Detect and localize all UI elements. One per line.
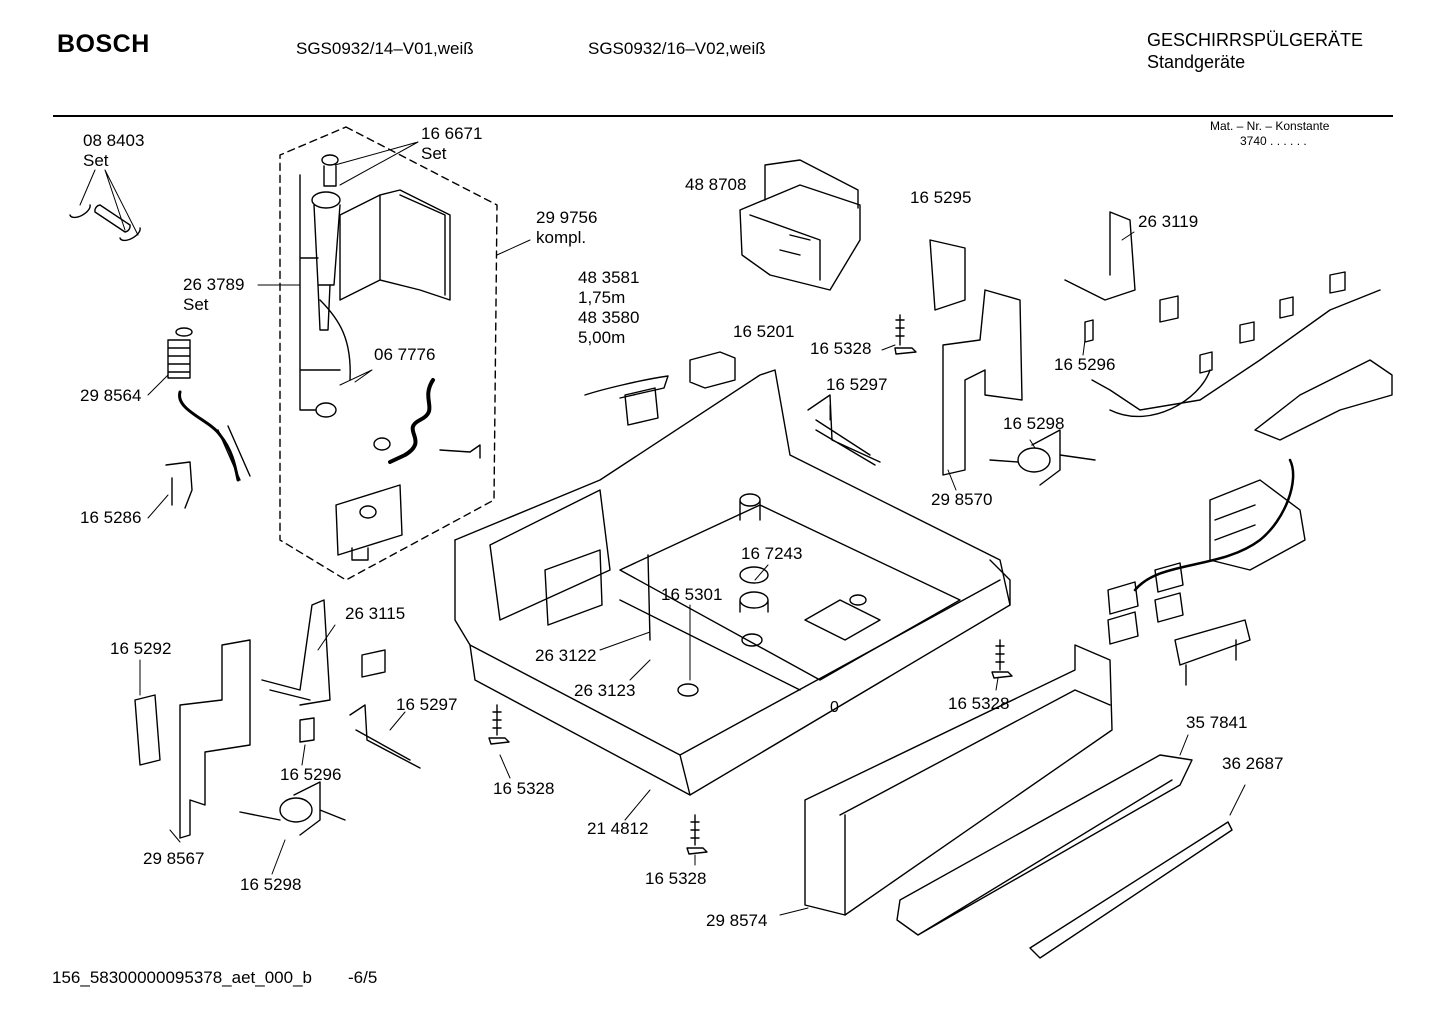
- part-note: kompl.: [536, 228, 587, 247]
- brand-logo: BOSCH: [57, 30, 150, 58]
- terminal-block: [689, 351, 736, 389]
- model-number-2: SGS0932/16–V02,weiß: [588, 39, 766, 58]
- part-note: 5,00m: [578, 328, 626, 347]
- heater-coil-left: [349, 704, 421, 769]
- part-165201-label: 16 5201: [733, 322, 795, 341]
- part-165328-b-label: 16 5328: [948, 694, 1010, 713]
- base-frame: [454, 369, 1011, 796]
- plinth-panel: [896, 754, 1193, 936]
- part-166671-label: 16 6671 Set: [421, 124, 482, 164]
- part-165298-b-label: 16 5298: [240, 875, 302, 894]
- mat-nr-value: 3740 . . . . . .: [1240, 134, 1307, 148]
- cable-connector: [624, 387, 659, 426]
- page-number: -6/5: [348, 968, 378, 987]
- float-disc: [677, 683, 699, 697]
- part-357841-label: 35 7841: [1186, 713, 1248, 732]
- part-number: 48 3580: [578, 308, 640, 327]
- part-214812-label: 21 4812: [587, 819, 649, 838]
- plinth-strip: [1029, 821, 1233, 959]
- part-number: 29 9756: [536, 208, 598, 227]
- part-165328-c-label: 16 5328: [493, 779, 555, 798]
- heater-coil-right: [807, 394, 881, 466]
- part-299756-label: 29 9756 kompl.: [536, 208, 597, 248]
- part-note: Set: [183, 295, 209, 314]
- part-263122-label: 26 3122: [535, 646, 597, 665]
- mains-cable: [584, 375, 669, 399]
- part-number: 08 8403: [83, 131, 145, 150]
- part-165301-label: 16 5301: [661, 585, 723, 604]
- control-module: [739, 159, 861, 291]
- leader-lines: [79, 141, 1246, 916]
- footer: 156_58300000095378_aet_000_b -6/5: [52, 968, 377, 988]
- mat-nr-label: Mat. – Nr. – Konstante: [1210, 119, 1330, 133]
- mat-nr-block: Mat. – Nr. – Konstante 3740 . . . . . .: [1210, 119, 1329, 149]
- part-165295-label: 16 5295: [910, 188, 972, 207]
- sump-ring: [741, 633, 763, 647]
- water-inlet-group: [279, 126, 498, 581]
- header-divider: [53, 115, 1393, 117]
- part-165286-label: 16 5286: [80, 508, 142, 527]
- part-298574-label: 29 8574: [706, 911, 768, 930]
- part-067776-label: 06 7776: [374, 345, 436, 364]
- part-165296-b-label: 16 5296: [280, 765, 342, 784]
- part-088403-label: 08 8403 Set: [83, 131, 144, 171]
- document-id: 156_58300000095378_aet_000_b: [52, 968, 312, 987]
- part-263115-label: 26 3115: [345, 604, 406, 623]
- part-165298-a-label: 16 5298: [1003, 414, 1065, 433]
- drain-hose: [167, 327, 251, 482]
- level-sensor-left: [239, 781, 346, 836]
- foot-screw-c: [488, 704, 510, 745]
- clip-263115: [361, 649, 386, 678]
- category-block: GESCHIRRSPÜLGERÄTE Standgeräte: [1147, 29, 1363, 73]
- part-298567-label: 29 8567: [143, 849, 205, 868]
- clip-part: [165, 461, 193, 509]
- part-165297-b-label: 16 5297: [396, 695, 458, 714]
- category-subtitle: Standgeräte: [1147, 52, 1246, 72]
- foot-screw-b: [991, 639, 1013, 679]
- part-263789-label: 26 3789 Set: [183, 275, 244, 315]
- bracket-left-small: [134, 694, 161, 766]
- part-488708-label: 48 8708: [685, 175, 747, 194]
- sump-seal: [739, 566, 769, 613]
- part-263119-label: 26 3119: [1138, 212, 1199, 231]
- part-number: 16 6671: [421, 124, 483, 143]
- side-bracket-left: [179, 639, 251, 839]
- foot-screw-d: [686, 814, 708, 855]
- part-number: 26 3789: [183, 275, 245, 294]
- part-263123-label: 26 3123: [574, 681, 636, 700]
- kick-plate: [804, 644, 1113, 916]
- mount-plate-left: [261, 599, 331, 706]
- sensor-clip-left: [299, 717, 315, 743]
- part-165296-a-label: 16 5296: [1054, 355, 1116, 374]
- category-title: GESCHIRRSPÜLGERÄTE: [1147, 30, 1364, 50]
- part-note: Set: [83, 151, 109, 170]
- part-298570-label: 29 8570: [931, 490, 993, 509]
- part-note: Set: [421, 144, 447, 163]
- part-165297-a-label: 16 5297: [826, 375, 888, 394]
- part-165292-label: 16 5292: [110, 639, 172, 658]
- part-167243-label: 16 7243: [741, 544, 803, 563]
- hose-clamp-set: [69, 204, 141, 242]
- part-note: 1,75m: [578, 288, 626, 307]
- level-sensor-right: [989, 429, 1096, 486]
- part-362687-label: 36 2687: [1222, 754, 1284, 773]
- model-number-1: SGS0932/14–V01,weiß: [296, 39, 474, 58]
- part-165328-d-label: 16 5328: [645, 869, 707, 888]
- part-number: 48 3581: [578, 268, 640, 287]
- wiring-harness: [1064, 211, 1393, 686]
- frame-mark: 0: [830, 699, 839, 716]
- part-483581-label: 48 3581 1,75m 48 3580 5,00m: [578, 268, 639, 348]
- part-165328-a-label: 16 5328: [810, 339, 872, 358]
- foot-screw-a: [894, 314, 917, 355]
- part-298564-label: 29 8564: [80, 386, 142, 405]
- side-bracket-right: [942, 289, 1023, 476]
- bracket-upper: [929, 239, 966, 311]
